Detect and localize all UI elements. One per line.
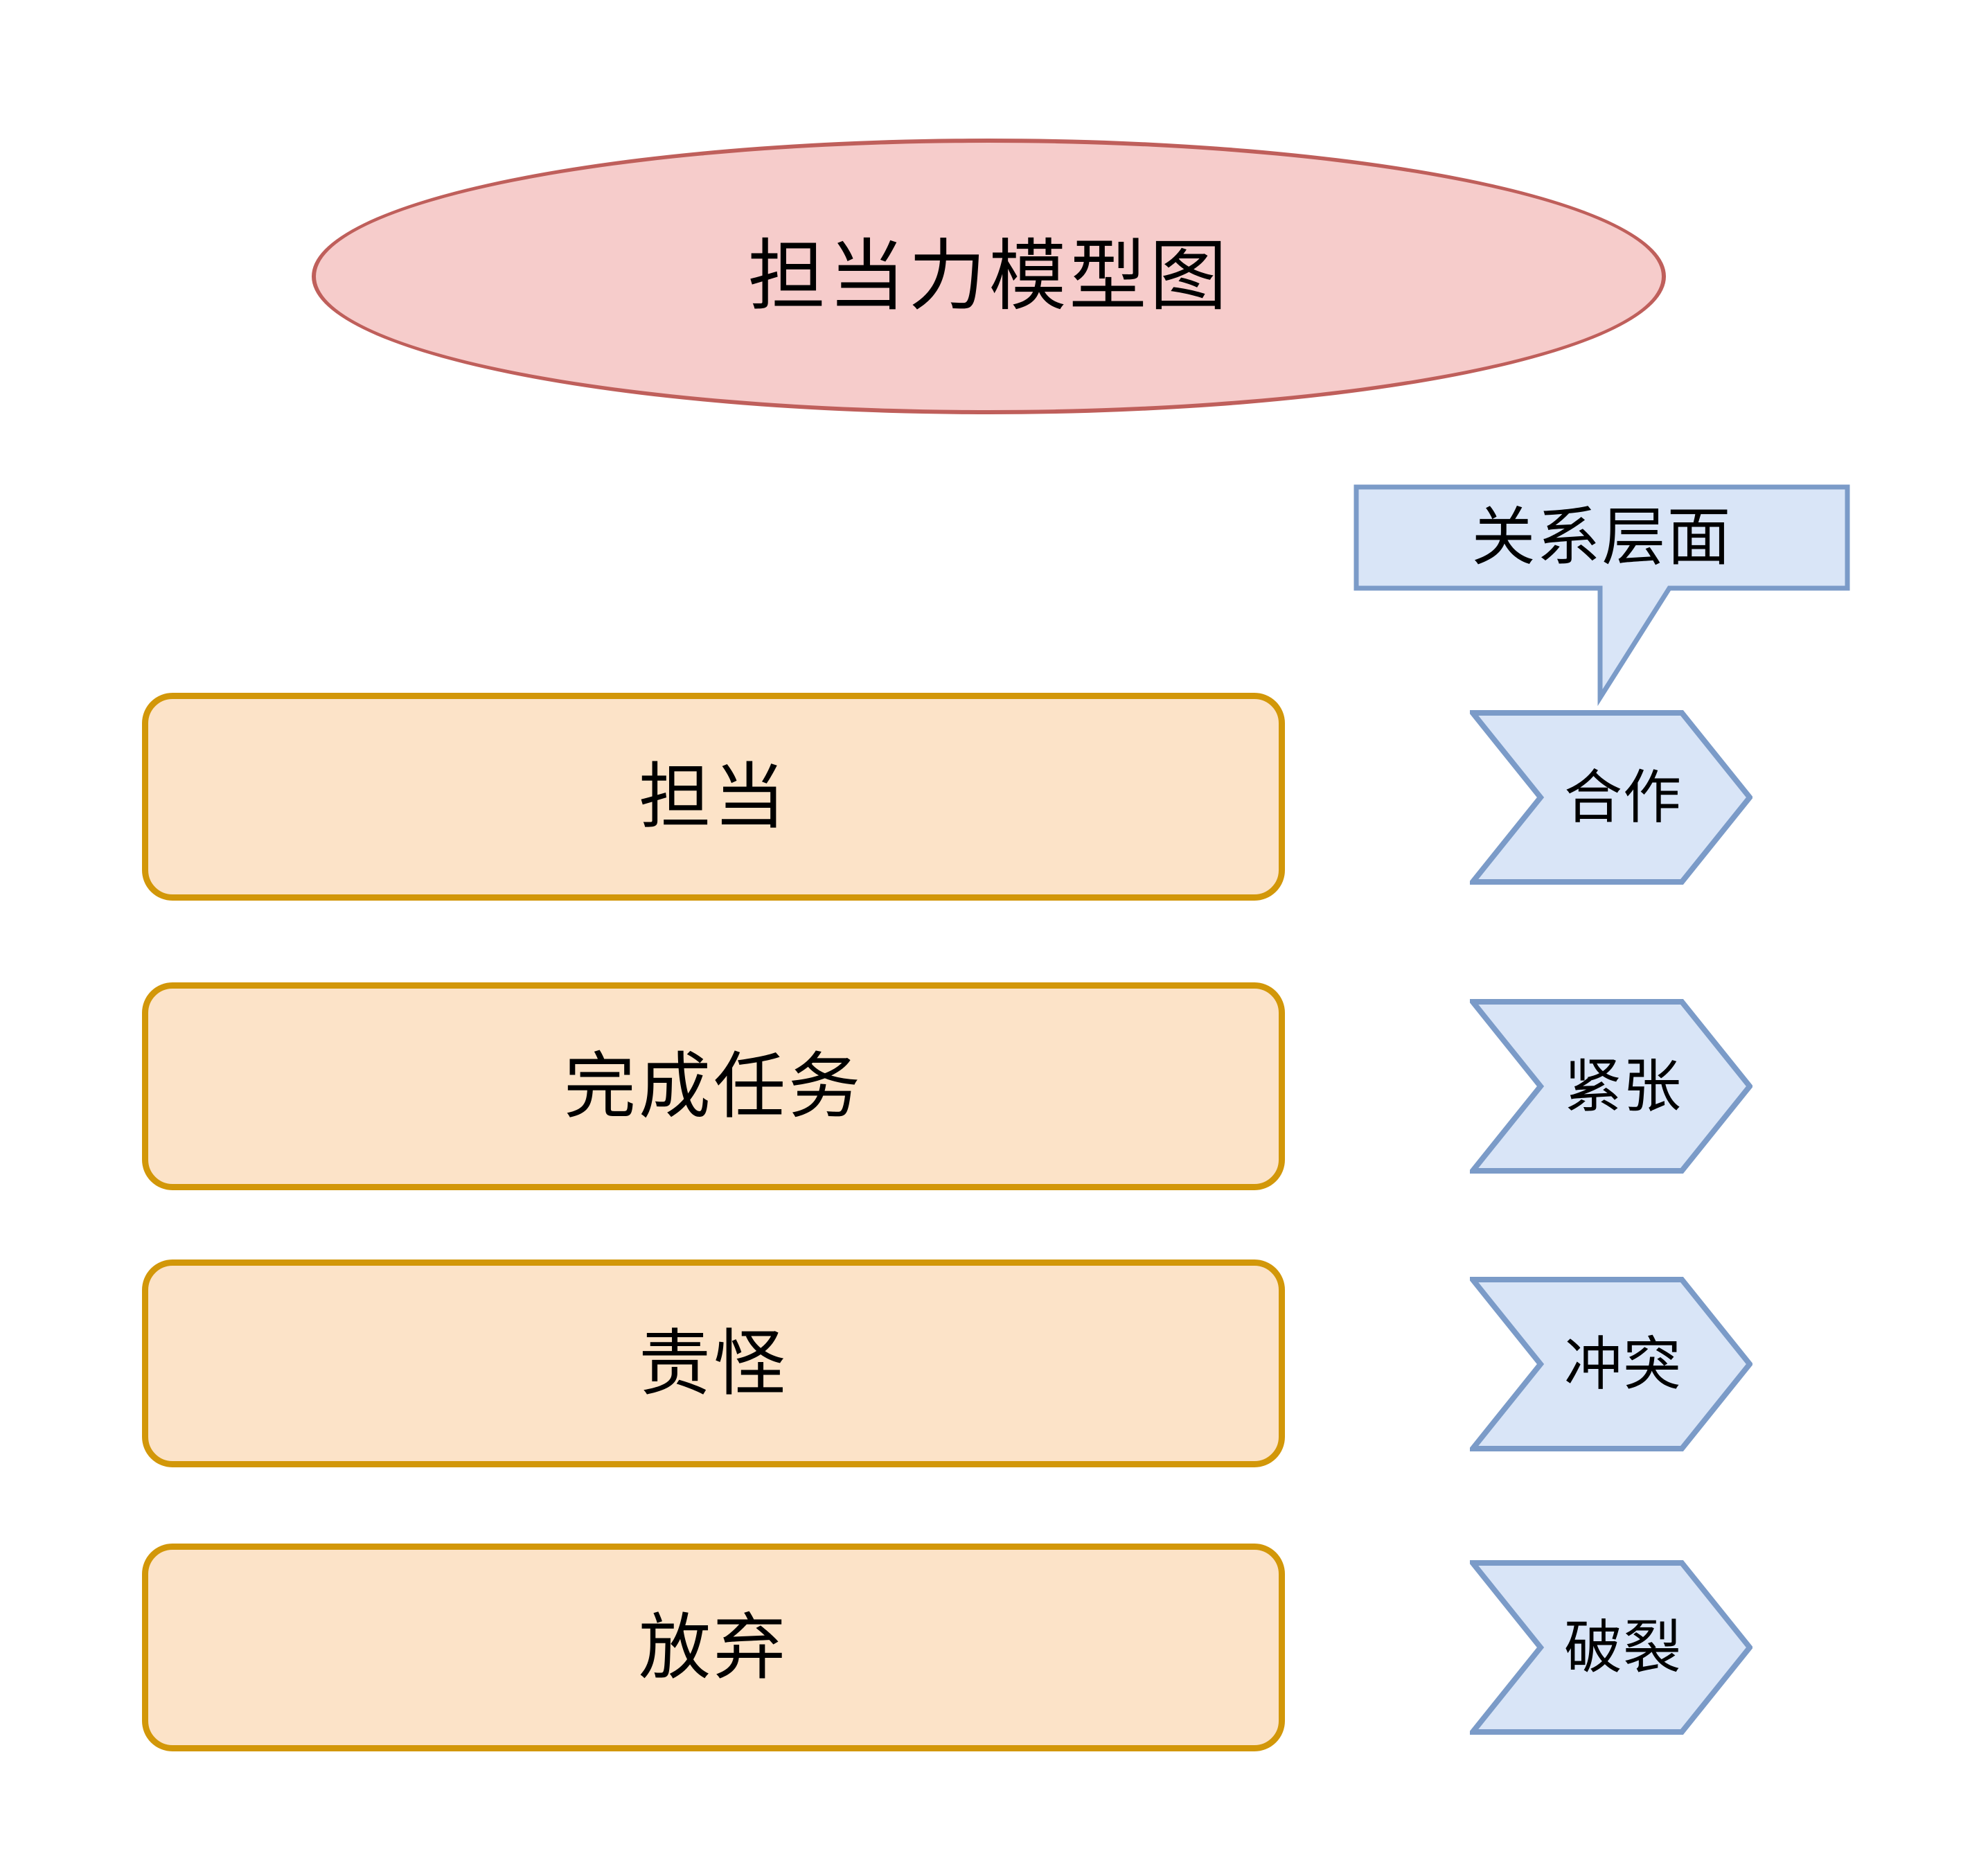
relation-chevron-label-3: 破裂 <box>1563 1614 1682 1681</box>
stage-box-3: 放弃 <box>142 1544 1285 1751</box>
relation-chevron-label-0: 合作 <box>1563 763 1682 831</box>
stage-box-2: 责怪 <box>142 1259 1285 1467</box>
relation-chevron-3: 破裂 <box>1470 1560 1752 1735</box>
stage-label-0: 担当 <box>638 754 788 839</box>
relation-chevron-label-1: 紧张 <box>1563 1052 1682 1120</box>
relation-layer-label: 关系层面 <box>1471 500 1732 574</box>
diagram-title: 担当力模型图 <box>747 231 1230 321</box>
callout-shape-icon <box>1354 484 1850 707</box>
chevron-arrow-icon <box>1470 1560 1752 1735</box>
title-ellipse: 担当力模型图 <box>312 139 1666 414</box>
relation-chevron-1: 紧张 <box>1470 999 1752 1174</box>
stage-label-3: 放弃 <box>638 1605 788 1690</box>
stage-label-2: 责怪 <box>638 1321 788 1406</box>
relation-layer-callout: 关系层面 <box>1354 484 1850 707</box>
relation-chevron-label-2: 冲突 <box>1563 1330 1682 1398</box>
stage-box-1: 完成任务 <box>142 982 1285 1190</box>
relation-chevron-2: 冲突 <box>1470 1277 1752 1451</box>
stage-label-1: 完成任务 <box>563 1044 863 1129</box>
chevron-arrow-icon <box>1470 710 1752 885</box>
chevron-arrow-icon <box>1470 1277 1752 1451</box>
stage-box-0: 担当 <box>142 693 1285 901</box>
relation-chevron-0: 合作 <box>1470 710 1752 885</box>
chevron-arrow-icon <box>1470 999 1752 1174</box>
